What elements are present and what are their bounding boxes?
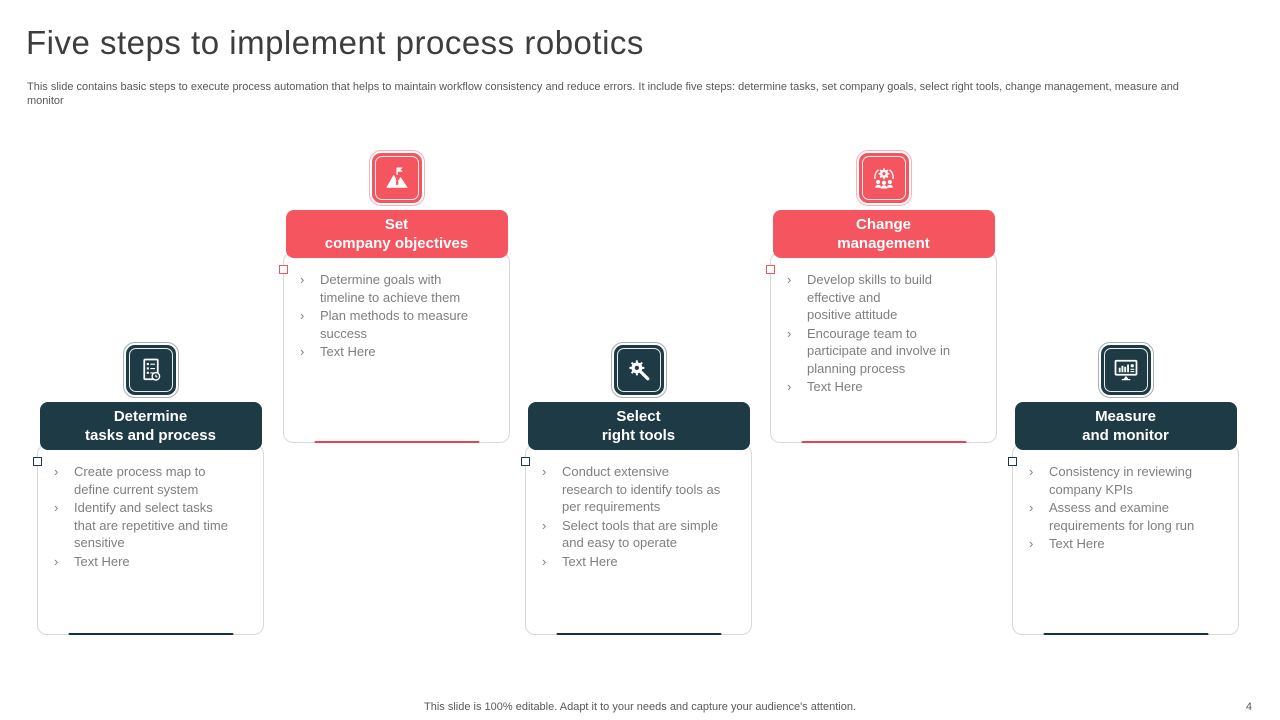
step-title-line2: right tools — [601, 427, 676, 444]
footer-note: This slide is 100% editable. Adapt it to… — [424, 701, 856, 713]
bullet-item: › Identify and select tasks that are repe… — [51, 499, 247, 552]
bullet-text: Text Here — [562, 553, 618, 569]
bullet-item: › Develop skills to build effective and p… — [784, 271, 980, 324]
accent-underline — [801, 440, 966, 443]
resize-handle — [279, 265, 288, 274]
resize-handle — [521, 457, 530, 466]
bullet-marker: › — [542, 464, 547, 479]
step-header: Change management — [772, 210, 995, 258]
slide-description: This slide contains basic steps to execu… — [27, 81, 1179, 107]
bullet-item: › Encourage team to participate and invol… — [784, 325, 980, 378]
resize-handle — [1008, 457, 1017, 466]
step-header: Set company objectives — [285, 210, 508, 258]
step-body: › Consistency in reviewing company KPIs ›… — [1008, 444, 1239, 635]
bullet-item: › Select tools that are simple and easy t… — [539, 517, 735, 552]
bullet-text: Text Here — [320, 344, 376, 359]
bullet-text: Plan methods to measure success — [320, 308, 469, 341]
step-card-measure-monitor: Measure and monitor › Consistency in revi… — [1008, 342, 1239, 635]
monitor-chart-icon — [1100, 345, 1151, 395]
step-body: › Create process map to define current sy… — [33, 444, 264, 635]
bullet-marker: › — [54, 500, 59, 515]
bullet-item: › Assess and examine requirements for lon… — [1026, 499, 1222, 534]
bullet-text: Consistency in reviewing company KPIs — [1049, 464, 1193, 497]
bullet-item: › Text Here — [51, 553, 247, 571]
bullet-marker: › — [300, 308, 305, 323]
step-card-determine-tasks: Determine tasks and process › Create proc… — [33, 342, 264, 635]
step-title-line2: management — [837, 235, 930, 252]
bullet-item: › Text Here — [784, 378, 980, 396]
gear-people-cycle-icon — [858, 153, 909, 203]
bullet-marker: › — [787, 272, 792, 287]
bullet-item: › Create process map to define current sy… — [51, 463, 247, 498]
bullet-text: Select tools that are simple and easy to… — [562, 517, 719, 551]
accent-underline — [68, 632, 233, 635]
step-title-line1: Determine — [113, 408, 188, 425]
page-title: Five steps to implement process robotics — [26, 24, 644, 61]
bullet-text: Text Here — [1049, 536, 1105, 551]
resize-handle — [33, 457, 42, 466]
mountain-flag-icon — [371, 153, 422, 203]
step-title-line2: company objectives — [324, 235, 469, 252]
step-title-line2: and monitor — [1082, 427, 1169, 444]
bullet-text: Determine goals with timeline to achieve… — [320, 272, 461, 305]
step-body: › Determine goals with timeline to achiev… — [279, 252, 510, 443]
accent-underline — [314, 440, 479, 443]
step-title-line1: Change — [855, 216, 911, 233]
bullet-item: › Text Here — [297, 343, 493, 361]
bullet-item: › Conduct extensive research to identify … — [539, 463, 735, 516]
bullet-marker: › — [787, 379, 792, 394]
step-icon-frame — [122, 342, 179, 398]
bullet-item: › Determine goals with timeline to achiev… — [297, 271, 493, 306]
bullet-text: Conduct extensive research to identify t… — [562, 464, 721, 514]
step-title-line2: tasks and process — [85, 427, 216, 444]
step-header: Select right tools — [527, 402, 750, 450]
bullet-text: Encourage team to participate and involv… — [807, 325, 951, 376]
bullet-marker: › — [787, 325, 792, 341]
bullet-text: Identify and select tasks that are repet… — [74, 500, 228, 550]
step-header: Measure and monitor — [1014, 402, 1237, 450]
step-body: › Conduct extensive research to identify … — [521, 444, 752, 635]
step-icon-frame — [610, 342, 667, 398]
checklist-clock-icon — [125, 345, 176, 395]
resize-handle — [766, 265, 775, 274]
step-body: › Develop skills to build effective and p… — [766, 252, 997, 443]
bullet-marker: › — [542, 553, 547, 569]
bullet-text: Assess and examine requirements for long… — [1049, 500, 1195, 533]
bullet-item: › Consistency in reviewing company KPIs — [1026, 463, 1222, 498]
step-icon-frame — [1097, 342, 1154, 398]
bullet-marker: › — [300, 272, 305, 287]
bullet-marker: › — [1029, 536, 1034, 551]
step-header: Determine tasks and process — [39, 402, 262, 450]
bullet-item: › Text Here — [539, 553, 735, 571]
bullet-marker: › — [300, 344, 305, 359]
step-icon-frame — [368, 150, 425, 206]
bullet-text: Text Here — [74, 553, 130, 569]
step-title-line1: Select — [616, 408, 661, 425]
gear-magnifier-icon — [613, 345, 664, 395]
step-card-set-objectives: Set company objectives › Determine goals … — [279, 150, 510, 443]
bullet-marker: › — [1029, 464, 1034, 479]
page-number: 4 — [1245, 701, 1252, 713]
bullet-marker: › — [1029, 500, 1034, 515]
bullet-item: › Plan methods to measure success — [297, 307, 493, 342]
bullet-marker: › — [54, 553, 59, 569]
accent-underline — [1043, 632, 1208, 635]
bullet-item: › Text Here — [1026, 535, 1222, 553]
bullet-text: Text Here — [807, 379, 863, 394]
step-title-line1: Set — [384, 216, 409, 233]
step-title-line1: Measure — [1095, 408, 1156, 425]
bullet-marker: › — [54, 464, 59, 479]
accent-underline — [556, 632, 721, 635]
bullet-marker: › — [542, 517, 547, 533]
step-card-change-management: Change management › Develop skills to bui… — [766, 150, 997, 443]
step-icon-frame — [855, 150, 912, 206]
step-card-select-tools: Select right tools › Conduct extensive re… — [521, 342, 752, 635]
bullet-text: Develop skills to build effective and po… — [807, 272, 933, 322]
bullet-text: Create process map to define current sys… — [74, 464, 206, 497]
